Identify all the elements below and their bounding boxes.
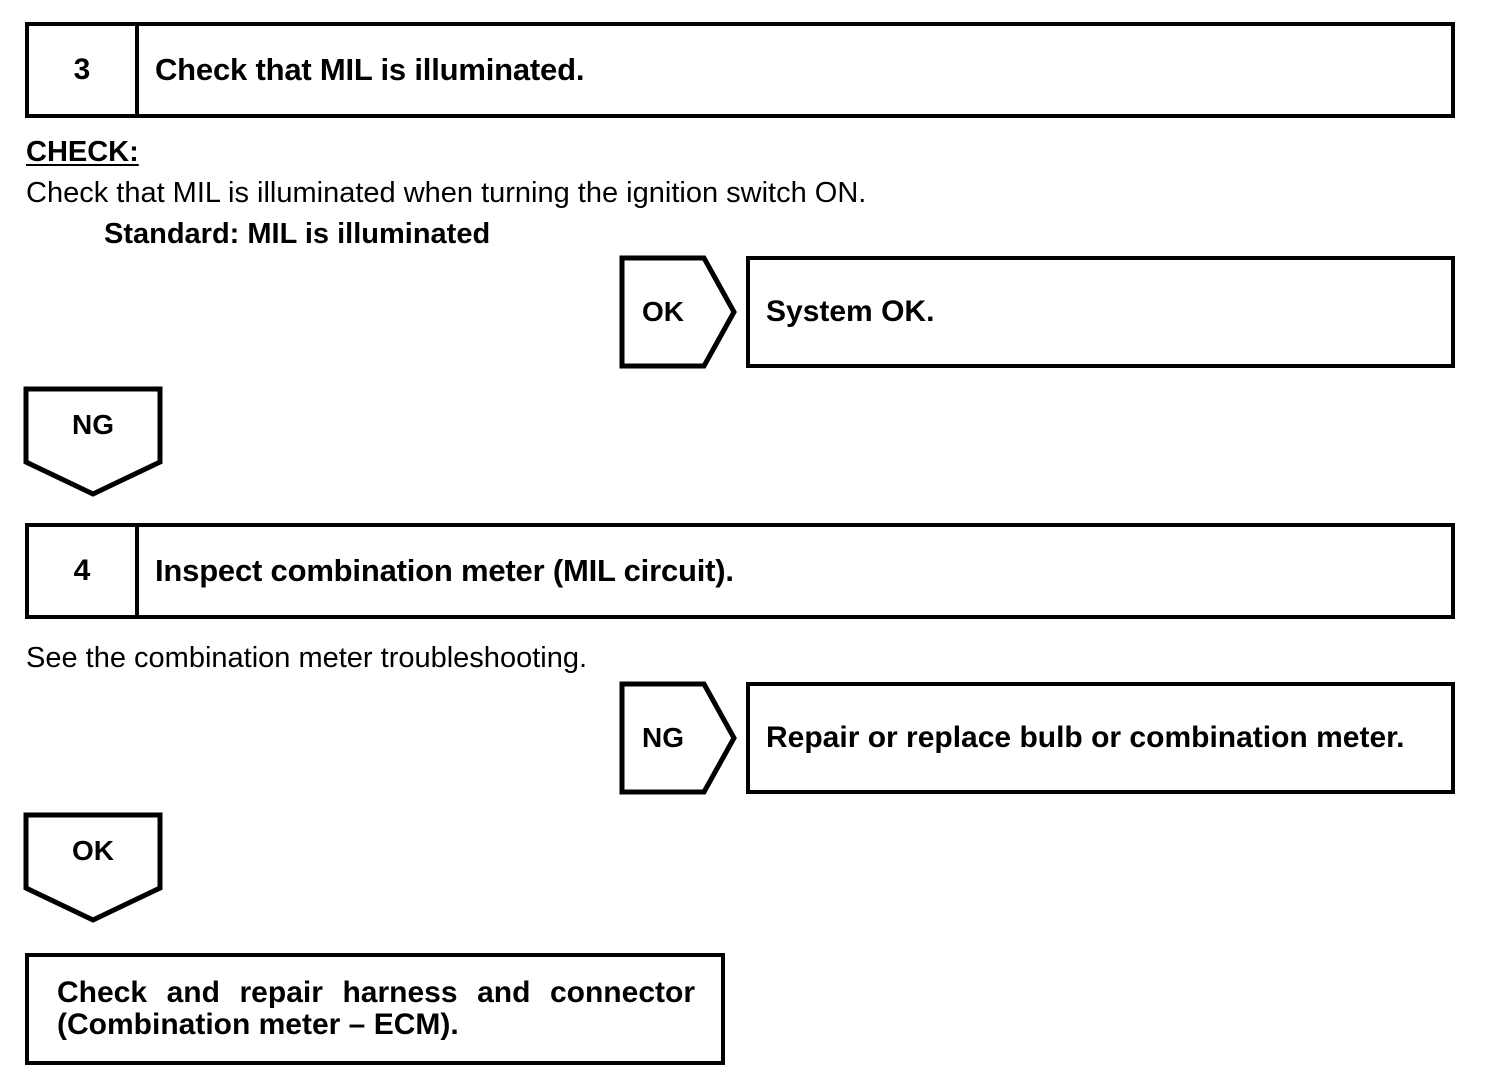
judgement-label-ng: NG [642,722,684,753]
pentagon-down-shape [23,386,163,497]
pentagon-right-shape [619,681,737,795]
step-4-box: 4 Inspect combination meter (MIL circuit… [25,523,1455,619]
standard-text-step-3: Standard: MIL is illuminated [104,218,491,250]
final-action-line-1: Check and repair harness and connector [57,975,695,1009]
result-box-repair-bulb: Repair or replace bulb or combination me… [746,682,1455,794]
judgement-arrow-ok-step-4: OK [23,812,163,924]
judgement-label-ok: OK [642,296,684,327]
pentagon-right-shape [619,255,737,369]
judgement-arrow-ng-step-4: NG [619,681,737,795]
step-3-number: 3 [29,26,139,114]
check-label-step-3: CHECK: [26,136,139,168]
step-4-title: Inspect combination meter (MIL circuit). [155,553,734,588]
judgement-label-ng: NG [72,409,114,440]
judgement-arrow-ng-step-3: NG [23,386,163,498]
final-action-box: Check and repair harness and connector (… [25,953,725,1065]
pentagon-down-shape [23,812,163,923]
judgement-label-ok: OK [72,835,114,866]
step-4-number: 4 [29,527,139,615]
check-text-step-3: Check that MIL is illuminated when turni… [26,177,867,209]
judgement-arrow-ok-step-3: OK [619,255,737,369]
body-text-step-4: See the combination meter troubleshootin… [26,642,588,674]
result-box-system-ok: System OK. [746,256,1455,368]
final-action-line-2: (Combination meter – ECM). [57,1008,459,1041]
step-3-box: 3 Check that MIL is illuminated. [25,22,1455,118]
step-3-title: Check that MIL is illuminated. [155,52,585,87]
